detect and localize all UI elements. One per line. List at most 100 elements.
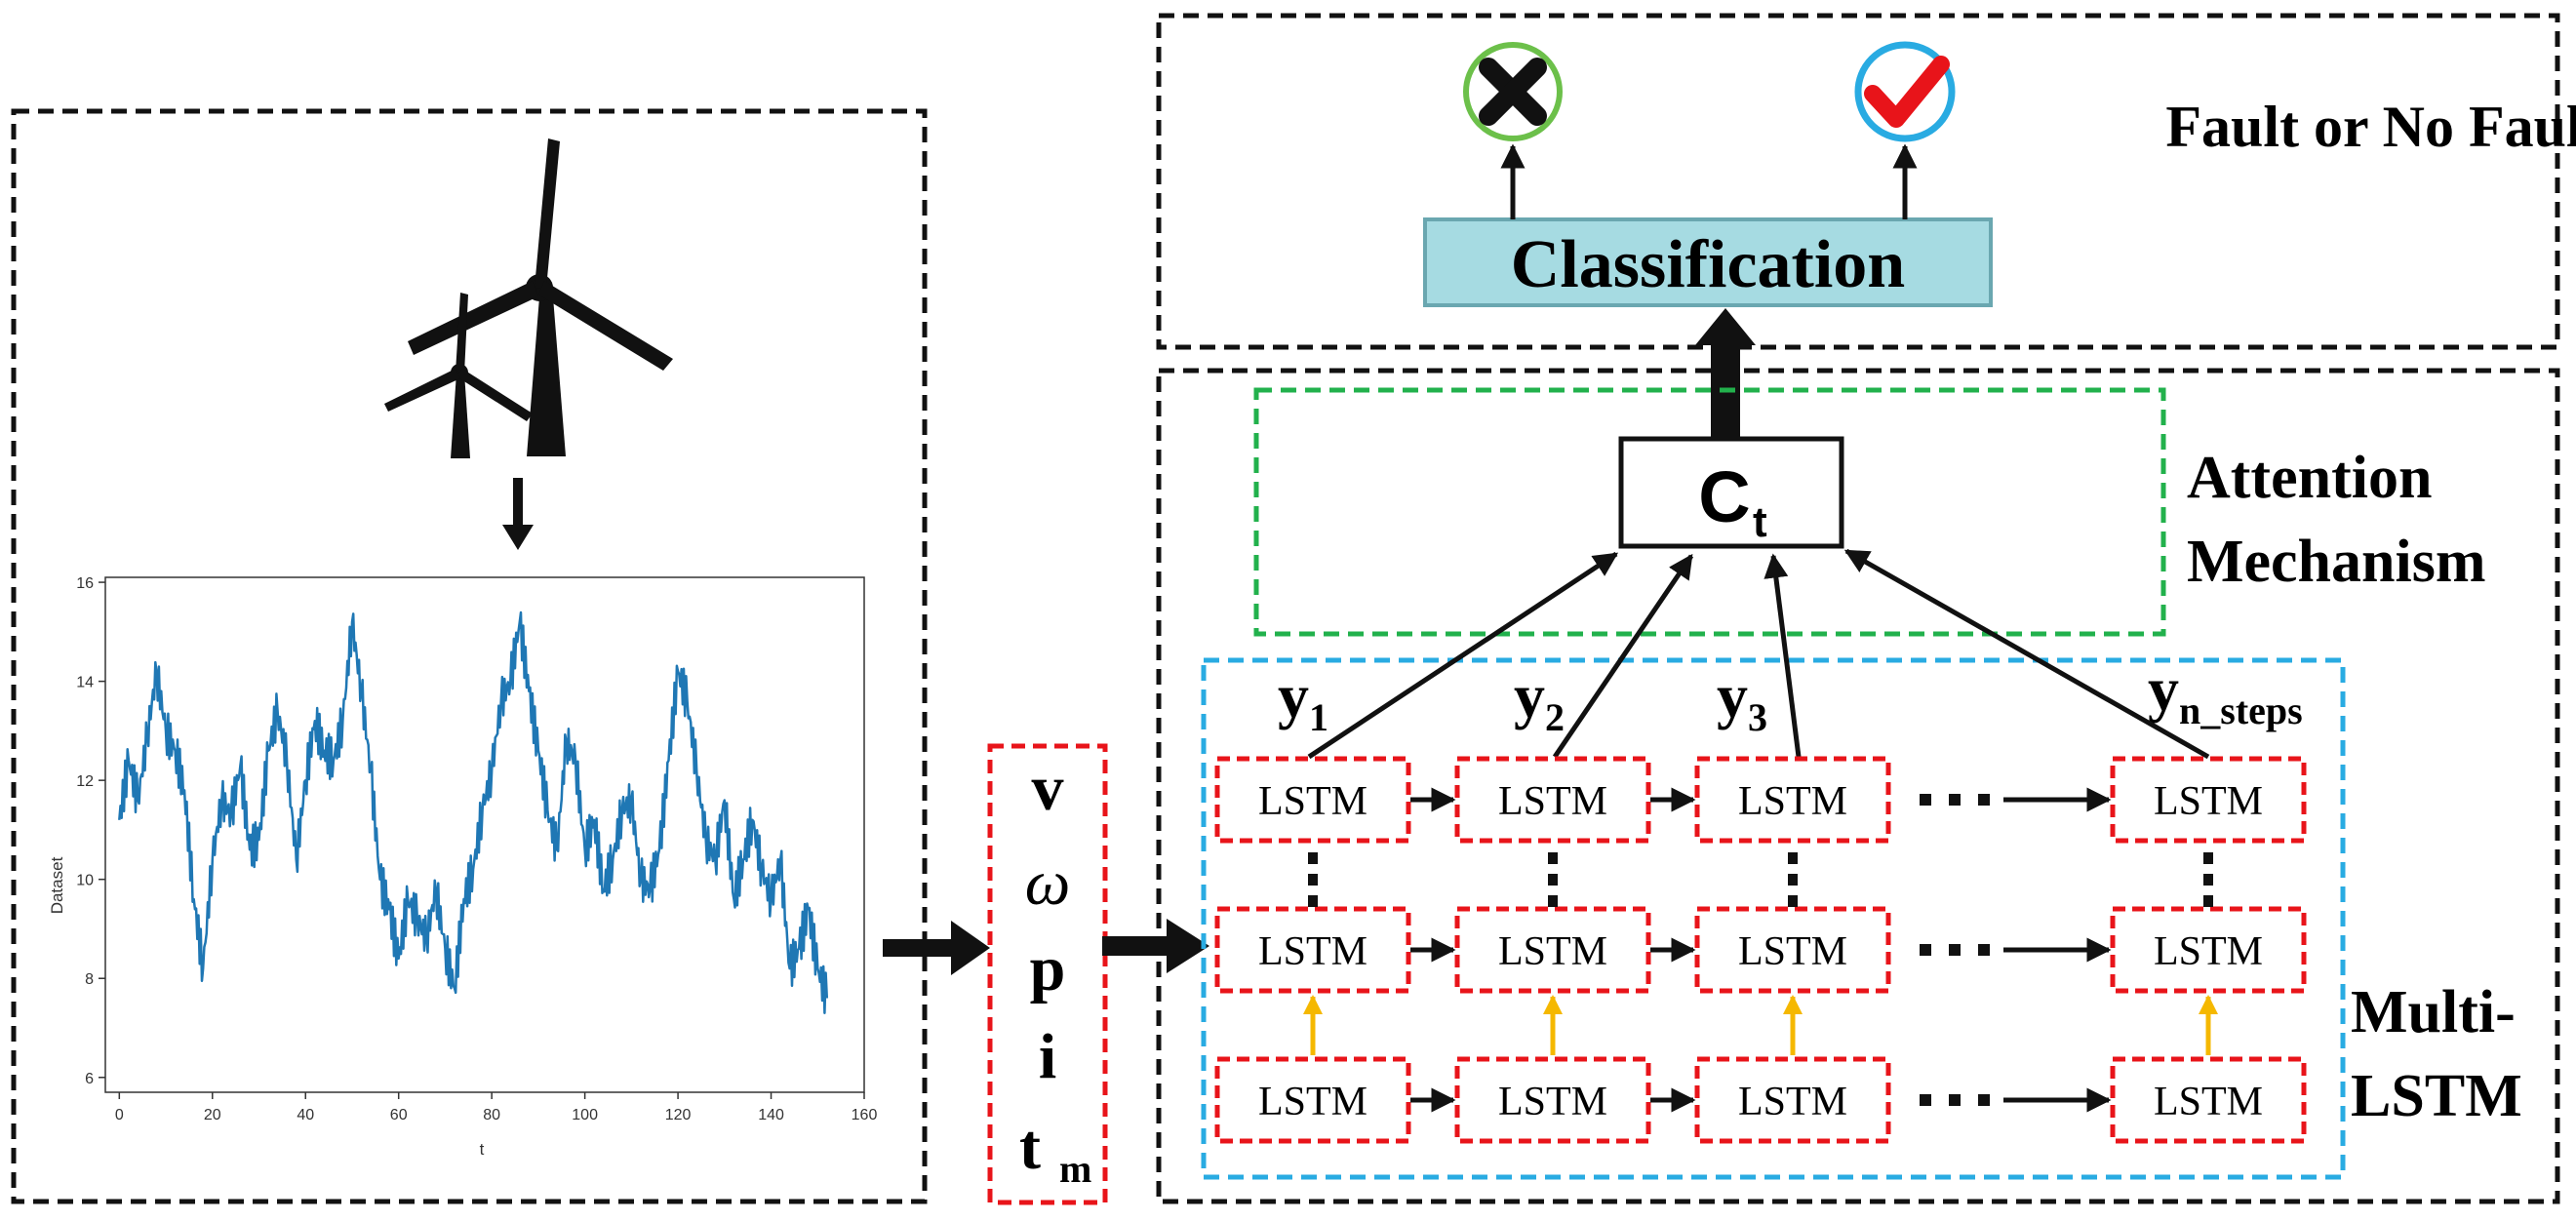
chart-plot-area [104,576,865,1093]
lstm-cell-label: LSTM [1258,1080,1367,1124]
wind-turbine-icon [384,138,673,458]
vertical-ellipsis-dot [2203,852,2213,864]
vertical-ellipsis-dot [2203,895,2213,907]
multi-lstm-frame [1201,657,2346,1180]
attention-mechanism-frame [1253,387,2166,637]
lstm-cell [1694,1056,1891,1144]
vertical-ellipsis-dot [1788,895,1798,907]
attention-arrow-1 [1307,551,1619,760]
x-mark-icon [1463,42,1563,141]
dataset-to-features-arrow [883,921,990,975]
lstm-cell-label: LSTM [2154,929,2263,974]
vertical-ellipsis-dot [2203,874,2213,886]
lstm-cell-label: LSTM [1258,929,1367,974]
fault-or-no-fault-title: Fault or No Fault [2165,95,2576,159]
y-tick-label: 14 [76,675,94,691]
attention-arrow-3 [1764,553,1802,758]
ellipsis-dot [1949,944,1961,956]
ellipsis-dot [1920,1094,1931,1106]
ellipsis-dot [1920,794,1931,806]
lstm-cell-label: LSTM [1498,929,1607,974]
lstm-cell [1214,756,1411,844]
multi-lstm-title-line1: Multi- [2351,979,2516,1045]
y-tick-label: 8 [85,971,94,988]
y-tick-label: 12 [76,773,94,790]
multi-lstm-title-line2: LSTM [2351,1063,2522,1129]
context-vector-box [1618,436,1844,549]
lstm-cell-label: LSTM [1498,1080,1607,1124]
vertical-ellipsis-dot [1308,874,1318,886]
x-tick-label: 60 [390,1107,408,1123]
x-axis-label: t [480,1140,485,1159]
ellipsis-dot [1978,1094,1990,1106]
x-tick-label: 120 [665,1107,692,1123]
lstm-cell [1454,756,1651,844]
lstm-cell [1694,906,1891,994]
vertical-ellipsis-dot [1548,895,1558,907]
vertical-ellipsis-dot [1788,874,1798,886]
ellipsis-dot [1978,794,1990,806]
turbine-to-chart-arrow [502,478,534,550]
x-tick-label: 160 [852,1107,878,1123]
vertical-ellipsis-dot [1548,852,1558,864]
feature-tm: t [1019,1112,1041,1183]
features-to-lstm-arrow [1102,919,1209,973]
attention-arrow-2 [1552,553,1694,759]
x-tick-label: 0 [115,1107,124,1123]
lstm-cell [1694,756,1891,844]
context-vector-subscript: t [1753,498,1767,546]
output-y1: y1 [1278,661,1328,739]
ellipsis-dot [1920,944,1931,956]
x-tick-label: 80 [483,1107,500,1123]
ellipsis-dot [1978,944,1990,956]
x-tick-label: 100 [572,1107,598,1123]
feature-tm-subscript: m [1059,1147,1091,1191]
lstm-cell-label: LSTM [2154,779,2263,824]
attention-title-line1: Attention [2187,445,2432,511]
ellipsis-dot [1949,794,1961,806]
classification-box [1423,217,1993,307]
feature-vector-box [987,743,1108,1205]
output-y2: y2 [1514,661,1565,739]
feature-p: p [1030,933,1066,1004]
attention-title-line2: Mechanism [2187,529,2486,595]
lstm-cell [1214,906,1411,994]
lstm-cell-label: LSTM [1738,779,1847,824]
lstm-cell-label: LSTM [1738,929,1847,974]
y-tick-label: 10 [76,873,94,889]
lstm-cell [2110,1056,2307,1144]
feature-i: i [1039,1021,1056,1092]
y-tick-label: 6 [85,1071,94,1087]
output-panel-frame [1156,13,2560,350]
lstm-cell-label: LSTM [1498,779,1607,824]
vertical-ellipsis-dot [1308,852,1318,864]
x-tick-label: 40 [297,1107,314,1123]
context-to-classification-arrow [1695,308,1756,439]
check-mark-icon [1854,41,1956,142]
lstm-cell-label: LSTM [1258,779,1367,824]
attention-arrow-n [1843,548,2210,760]
output-y-n-steps: yn_steps [2148,654,2303,732]
x-tick-label: 20 [204,1107,221,1123]
lstm-cell [2110,756,2307,844]
output-y3: y3 [1717,661,1767,739]
lstm-cell [1454,1056,1651,1144]
feature-v: v [1032,753,1064,824]
ellipsis-dot [1949,1094,1961,1106]
vertical-ellipsis-dot [1548,874,1558,886]
lstm-grid: LSTM LSTM LSTM LSTM LSTM LSTM LSTM LSTM LSTM LSTM… [1214,756,2307,1144]
vertical-ellipsis-dot [1308,895,1318,907]
x-tick-label: 140 [758,1107,784,1123]
dataset-series-line [118,610,829,1014]
lstm-cell [2110,906,2307,994]
lstm-cell-label: LSTM [1738,1080,1847,1124]
y-tick-label: 16 [76,575,94,592]
lstm-cell-label: LSTM [2154,1080,2263,1124]
lstm-cell [1214,1056,1411,1144]
feature-omega: ω [1025,847,1071,919]
context-vector-label: C [1698,456,1750,537]
lstm-cell [1454,906,1651,994]
